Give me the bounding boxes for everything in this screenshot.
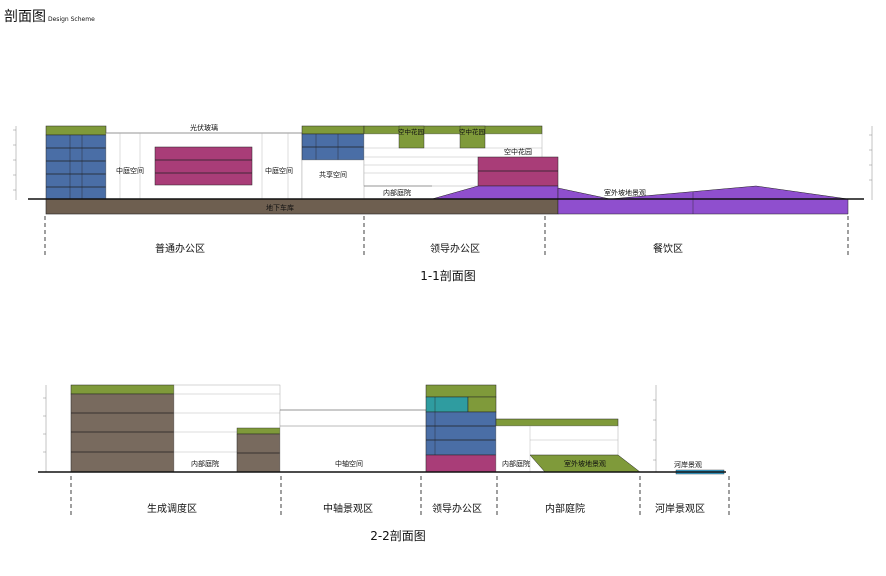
height-scale-right-2 [653,385,657,472]
zone-leader-office: 领导办公区 [430,242,480,255]
riverbank-label: 河岸景观 [674,461,702,469]
basement-label: 地下车库 [266,203,294,212]
leader-office-block [363,125,559,187]
dispatch-block [70,384,281,473]
outdoor-slope-2-label: 室外坡地景观 [564,459,606,468]
zone-general-office: 普通办公区 [155,242,205,255]
title-text: 剖面图 [4,9,46,25]
outdoor-slope-label: 室外坡地景观 [604,188,646,197]
office-block-left [45,125,107,200]
zone-dining: 餐饮区 [653,242,683,255]
inner-courtyard-a-label: 内部庭院 [191,459,219,468]
restaurant-slope [431,185,559,200]
glass-roof-label: 光伏玻璃 [190,123,218,132]
height-scale-left-1 [13,126,17,200]
floating-office-block [154,146,253,186]
atrium-mid-label: 中庭空间 [265,166,293,175]
height-scale-right-1 [869,126,873,200]
zone-dispatch: 生成调度区 [147,502,197,515]
zone-riverbank: 河岸景观区 [655,503,705,515]
section-2-title: 2-2剖面图 [370,529,426,543]
inner-courtyard-b-label: 内部庭院 [502,459,530,468]
leader-office-tower [425,384,497,473]
inner-courtyard-label-1: 内部庭院 [383,188,411,197]
section-2-2: 内部庭院 中轴空间 内部庭院 室外坡地景观 [38,384,730,543]
sky-garden-3-label: 空中花园 [504,147,532,156]
zone-leader-office-2: 领导办公区 [432,502,482,515]
section-1-title: 1-1剖面图 [420,269,476,283]
office-block-middle [301,125,365,200]
axis-space-label: 中轴空间 [335,459,363,468]
shared-space-label: 共享空间 [319,170,347,179]
sky-garden-1-label: 空中花园 [398,127,424,136]
axis-space [279,409,427,473]
section-1-1: 地下车库 光伏玻璃 中庭空间 中庭空间 [13,123,873,283]
height-scale-left-2 [43,385,47,472]
basement-garage [45,198,559,215]
subtitle-text: Design Scheme [48,16,95,23]
atrium-left-label: 中庭空间 [116,166,144,175]
sky-garden-2-label: 空中花园 [459,127,485,136]
outdoor-slope-landscape [557,185,849,215]
zone-axis-landscape: 中轴景观区 [323,502,373,515]
zone-inner-courtyard: 内部庭院 [545,502,585,515]
